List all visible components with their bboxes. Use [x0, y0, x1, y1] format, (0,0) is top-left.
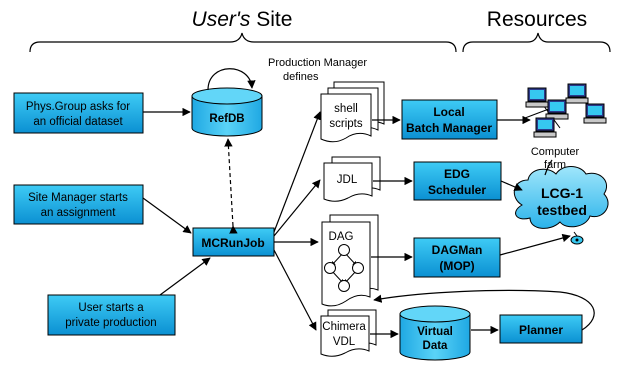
svg-text:private production: private production [65, 317, 156, 329]
arrow-to-jdl [273, 179, 321, 237]
dag-graph-icon [324, 244, 364, 292]
users-site-brace [29, 32, 457, 53]
arrow-planner-to-dag [373, 289, 595, 331]
dagman-box: DAGMan (MOP) [413, 237, 501, 278]
lcg1-testbed-cloud: LCG-1 testbed [513, 166, 609, 245]
arrow-to-shell [273, 111, 322, 233]
computer-farm-icon [524, 83, 607, 138]
jdl-document: JDL [323, 156, 381, 202]
svg-text:an assignment: an assignment [41, 207, 117, 219]
svg-text:Batch Manager: Batch Manager [406, 121, 492, 135]
svg-text:RefDB: RefDB [209, 113, 244, 125]
computer-farm-label-2: farm [544, 159, 566, 171]
shell-scripts-document: shell scripts [320, 81, 385, 143]
svg-text:VDL: VDL [333, 336, 356, 348]
svg-text:shell: shell [334, 103, 358, 115]
arrow-edg-to-testbed [500, 180, 523, 191]
svg-text:Virtual: Virtual [417, 326, 453, 338]
svg-text:DAG: DAG [329, 231, 354, 243]
arrow-user-to-mcrunjob [159, 257, 211, 296]
site-manager-box: Site Manager starts an assignment [13, 184, 144, 225]
svg-text:DAGMan: DAGMan [432, 243, 483, 257]
edg-scheduler-box: EDG Scheduler [413, 161, 502, 201]
local-batch-manager-box: Local Batch Manager [401, 99, 498, 140]
virtual-data-database: Virtual Data [399, 305, 471, 361]
production-manager-caption: Production Manager [268, 57, 367, 69]
refdb-database: RefDB [191, 87, 263, 137]
svg-text:an official dataset: an official dataset [33, 116, 123, 128]
computer-farm-label: Computer [531, 146, 580, 158]
svg-text:MCRunJob: MCRunJob [201, 236, 264, 250]
dashed-mcrunjob-refdb [224, 138, 238, 234]
svg-text:Data: Data [423, 340, 449, 352]
arrow-to-chimera [273, 249, 317, 331]
svg-text:Local: Local [433, 105, 464, 119]
arrow-sitemanager-to-mcrunjob [142, 197, 192, 234]
svg-text:LCG-1: LCG-1 [541, 185, 583, 201]
resources-brace [462, 32, 611, 53]
svg-text:EDG: EDG [444, 167, 470, 181]
svg-text:Chimera: Chimera [322, 321, 366, 333]
phys-group-box: Phys.Group asks for an official dataset [13, 92, 144, 134]
svg-text:User starts a: User starts a [78, 302, 144, 314]
svg-text:Site Manager starts: Site Manager starts [28, 192, 128, 204]
svg-text:JDL: JDL [337, 174, 358, 186]
arrow-dagman-to-testbed [499, 233, 571, 256]
svg-text:testbed: testbed [537, 202, 587, 218]
svg-text:Scheduler: Scheduler [428, 183, 486, 197]
arrow-testbed-to-farm [544, 159, 553, 176]
user-private-box: User starts a private production [47, 294, 176, 336]
planner-box: Planner [499, 314, 583, 344]
dag-document: DAG [321, 214, 379, 307]
users-site-heading: User's Site [192, 8, 293, 31]
mcrunjob-box: MCRunJob [192, 227, 275, 257]
svg-text:(MOP): (MOP) [439, 259, 474, 273]
resources-heading: Resources [487, 8, 587, 31]
svg-text:Planner: Planner [519, 323, 563, 337]
chimera-vdl-document: Chimera VDL [320, 309, 377, 357]
svg-text:scripts: scripts [329, 118, 362, 130]
production-manager-caption-2: defines [283, 71, 319, 83]
svg-text:Phys.Group asks for: Phys.Group asks for [26, 101, 130, 113]
refdb-self-loop-arrow [207, 68, 256, 91]
